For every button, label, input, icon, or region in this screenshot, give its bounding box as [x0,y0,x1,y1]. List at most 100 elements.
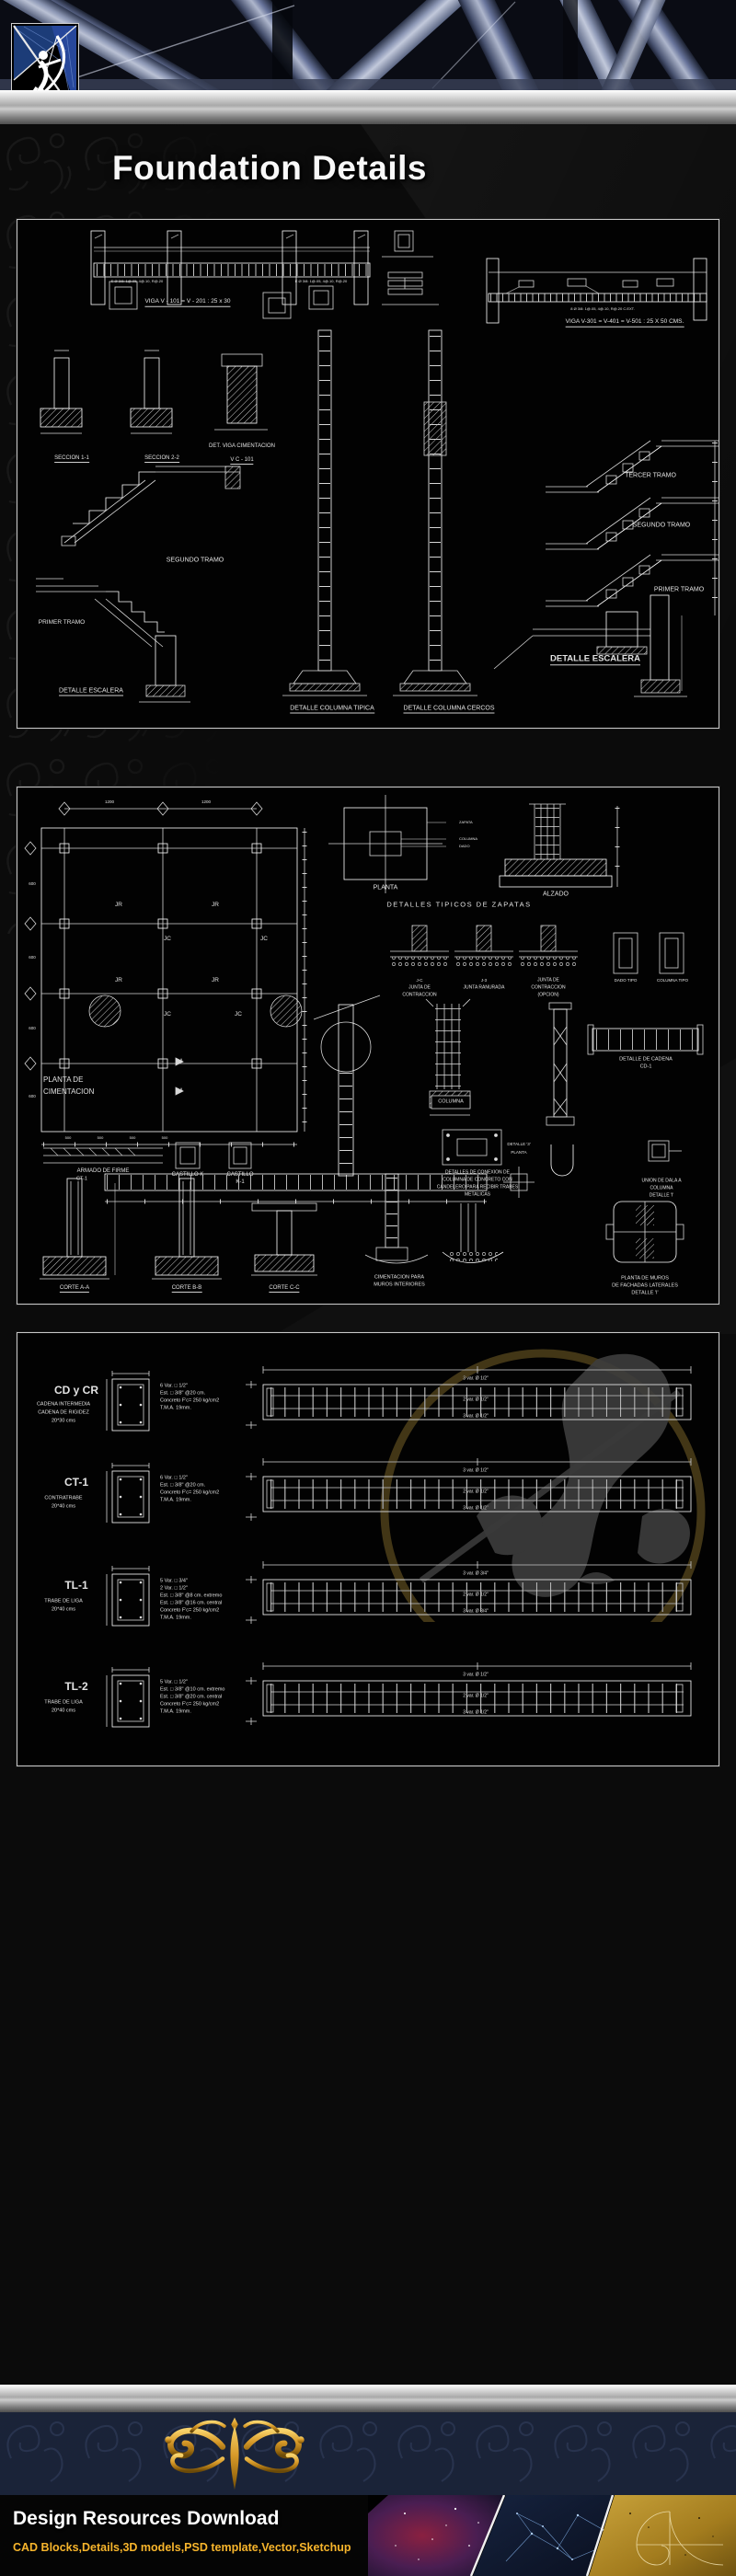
cad-label: DETALLE ESCALERA [550,653,640,665]
cad-label: ZAPATA [459,820,473,824]
cad-label: SECCION 2-2 [144,455,179,463]
cad-label: SEGUNDO TRAMO [632,522,691,529]
cad-label: TL-2 [64,1680,88,1693]
cad-label: 3 var. Ø 1/2" [463,1413,489,1420]
cad-label: Concreto F'c= 250 kg/cm2 [160,1701,220,1708]
cad-label: 500 [64,1135,72,1140]
cad-label: Est. □ 3/8" @20 cm. [160,1482,206,1489]
cad-label: T.M.A. 19mm. [160,1405,191,1411]
cad-label: 1200 [104,799,115,804]
cad-label: UNION DE DALA A [641,1178,682,1184]
footer-subtitle: CAD Blocks,Details,3D models,PSD templat… [13,2541,351,2554]
cad-label: ALZADO [542,891,569,898]
cad-label: 2 Var. □ 1/2" [160,1585,188,1592]
gold-flourish-icon [138,2414,331,2493]
cad-label: COLUMNA [650,1185,673,1191]
cad-label: E Ø 3/8: 1@.05, 4@.10, R@.20 [294,279,348,283]
cad-label: COLUMNA TIPO [657,977,688,983]
cad-label: CONTRACCION [402,992,437,998]
cad-label: VIGA V-301 = V-401 = V-501 : 25 X 50 CMS… [565,318,684,328]
cad-label: DETALLES DE CONEXION DE [445,1169,510,1176]
cad-label: 3 var. Ø 1/2" [463,1375,489,1382]
cad-label: K-1 [236,1179,245,1185]
cad-label: TERCER TRAMO [625,472,676,479]
cad-label: JR [115,901,122,908]
cad-label: DETALLES TIPICOS DE ZAPATAS [386,900,532,909]
cad-label: TRABE DE LIGA [44,1699,83,1706]
cad-label: 20*40 cms [52,1708,75,1714]
footer-title: Design Resources Download [13,2508,280,2529]
cad-label: DETALLE 'I' [649,1192,674,1199]
cad-label: DETALLE '3' [507,1141,531,1146]
cad-label: CT-1 [76,1176,87,1182]
cad-label: CANDELERO PARA RECIBIR TRABES [436,1184,519,1190]
cad-label: MUROS INTERIORES [374,1282,425,1288]
cad-label: 600 [29,880,36,886]
cad-label: JC [164,935,171,942]
cad-label: 600 [29,1025,36,1030]
cad-label: Est. □ 3/8" @16 cm. central [160,1600,223,1606]
cad-label: CORTE A-A [59,1285,90,1293]
cad-label: 500 [97,1135,104,1140]
cad-label: DETALLE 'I' [631,1290,659,1296]
cad-label: CD y CR [53,1384,99,1397]
cad-label: V C - 101 [230,457,254,465]
metal-strip-top [0,90,736,126]
cad-label: 2 var. Ø 1/2" [463,1489,489,1495]
cad-label: 6 Var. □ 1/2" [160,1475,188,1481]
cad-label: T.M.A. 19mm. [160,1497,191,1503]
footer-collage [368,2495,736,2576]
cad-label: Est. □ 3/8" @20 cm. central [160,1694,223,1700]
cad-label: JC [164,1010,171,1018]
cad-label: 20*40 cms [52,1503,75,1510]
cad-label: JC [260,935,268,942]
cad-label: T.M.A. 19mm. [160,1708,191,1715]
cad-label: JR [212,976,219,983]
cad-label: 600 [29,1093,36,1098]
cad-label: Est. □ 3/8" @10 cm. extremo [160,1686,225,1693]
cad-label: 2 var. Ø 1/2" [463,1397,489,1403]
cad-label: DADO [459,844,470,848]
cad-label: DETALLE ESCALERA [59,687,123,696]
cad-label: DE FACHADAS LATERALES [612,1282,678,1289]
cad-label: A [179,1087,183,1094]
cad-label: PRIMER TRAMO [38,618,86,626]
metal-strip-bottom [0,2385,736,2414]
cad-label: 20*40 cms [52,1606,75,1613]
cad-label: SEGUNDO TRAMO [166,557,224,564]
cad-label: 2 var. Ø 1/2" [463,1592,489,1598]
cad-label: CADENA DE RIGIDEZ [38,1409,89,1416]
cad-label: (OPCION) [537,992,559,998]
cad-label: 20*30 cms [52,1418,75,1424]
cad-label: PRIMER TRAMO [653,586,705,593]
cad-label: PLANTA [373,884,398,891]
cad-panel-sections: E Ø 3/8: 1@.05, 4@.10, R@.20 E Ø 3/8: 1@.… [17,219,719,729]
cad-label: SECCION 1-1 [54,455,89,463]
cad-label: CASTILLO K [171,1172,204,1178]
cad-label: PLANTA DE [43,1075,84,1084]
cad-label: CONTRATRABE [44,1495,83,1501]
cad-label: DADO TIPO [614,977,638,983]
cad-label: 8 Ø 3/8: 1@.05, 4@.10, R@.20 C.EXT. [570,306,635,311]
cad-label: 2 var. Ø 1/2" [463,1693,489,1699]
cad-label: CADENA INTERMEDIA [36,1401,91,1408]
cad-label: COLUMNA [459,836,478,841]
cad-label: DETALLE COLUMNA CERCOS [403,705,495,714]
cad-label: TL-1 [64,1579,88,1592]
cad-label: JUNTA DE [408,984,431,991]
cad-label: PLANTA DE MUROS [621,1275,669,1282]
cad-label: Concreto F'c= 250 kg/cm2 [160,1397,220,1404]
cad-label: CONTRACCION [531,984,566,991]
footer-ornament-band [0,2412,736,2495]
cad-label: 5 Var. □ 1/2" [160,1679,188,1685]
cad-label: CASTILLO [226,1172,254,1178]
cad-label: A [179,1058,183,1064]
cad-label: 5 Var. □ 3/4" [160,1578,188,1584]
cad-label: COLUMNA DE CONCRETO CON [443,1177,512,1183]
cad-label: CORTE C-C [269,1285,300,1293]
cad-label: 6 Var. □ 1/2" [160,1383,188,1389]
cad-label: E Ø 3/8: 1@.05, 4@.10, R@.20 [110,279,164,283]
cad-label: 3 var. Ø 1/2" [463,1672,489,1678]
